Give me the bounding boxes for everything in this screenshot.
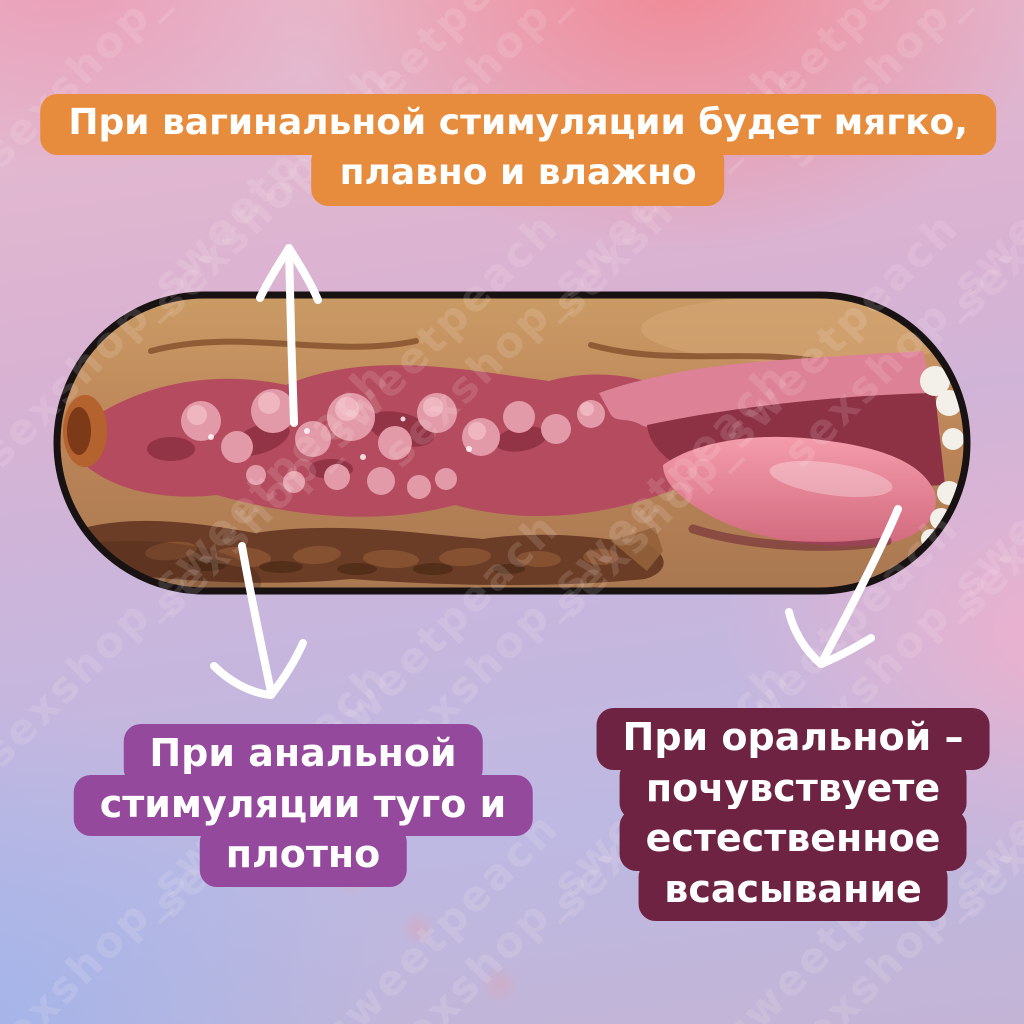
callout-anal: При анальной стимуляции туго и плотно <box>73 724 533 887</box>
callout-vaginal-line-2: плавно и влажно <box>311 144 725 206</box>
callout-vaginal-line-1: При вагинальной стимуляции будет мягко, <box>40 94 996 156</box>
callout-vaginal: При вагинальной стимуляции будет мягко, … <box>40 94 996 206</box>
callout-anal-line-3: плотно <box>199 825 407 887</box>
photo-outline <box>53 291 971 595</box>
photo-interior <box>57 295 967 591</box>
product-cross-section-photo <box>53 291 971 595</box>
callout-oral: При оральной – почувствуете естественное… <box>596 708 990 922</box>
callout-oral-line-4: всасывание <box>638 859 948 922</box>
